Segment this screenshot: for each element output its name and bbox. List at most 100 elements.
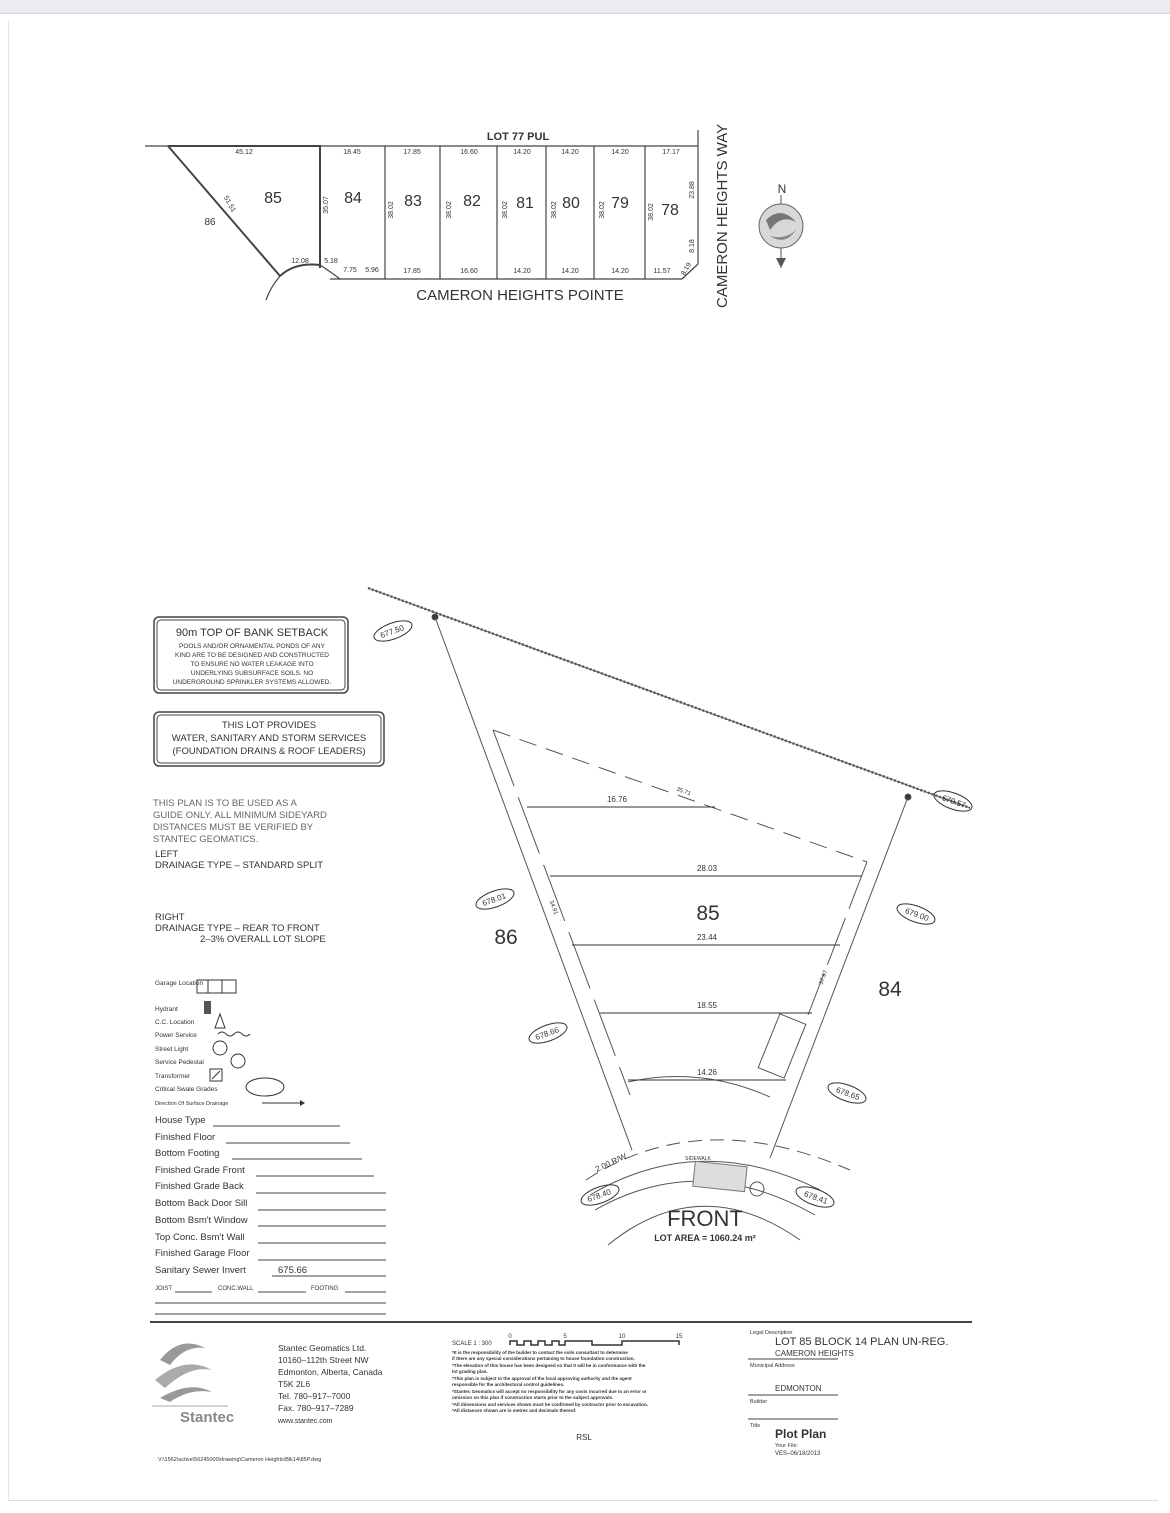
dim: 7.75 bbox=[343, 267, 357, 274]
company-line: Stantec Geomatics Ltd. bbox=[278, 1343, 366, 1353]
grade-elevation: 678.01 bbox=[481, 891, 508, 908]
dim: 8.18 bbox=[689, 239, 696, 253]
disclaimer: *All dimensions and services shown must … bbox=[452, 1402, 648, 1407]
dim: 14.20 bbox=[513, 268, 531, 275]
garage-icon bbox=[196, 979, 237, 994]
scale-tick: 0 bbox=[508, 1334, 512, 1340]
company-address: Stantec Geomatics Ltd. 10160–112th Stree… bbox=[277, 1343, 383, 1425]
field-label: Finished Floor bbox=[155, 1132, 215, 1143]
dim: 14.20 bbox=[611, 149, 629, 156]
services-line: THIS LOT PROVIDES bbox=[222, 720, 316, 731]
document-title: Plot Plan bbox=[775, 1427, 826, 1441]
grade-elevation: 678.41 bbox=[803, 1189, 830, 1206]
form-field-bsmt-wall: Top Conc. Bsm't Wall bbox=[155, 1232, 386, 1244]
field-label: Top Conc. Bsm't Wall bbox=[155, 1232, 245, 1243]
your-file-value: VES–06/18/2013 bbox=[775, 1451, 821, 1457]
footing-label: FOOTING bbox=[311, 1286, 339, 1292]
legend-cc-location: C.C. Location bbox=[155, 1019, 195, 1026]
form-field-bsmt-window: Bottom Bsm't Window bbox=[155, 1215, 386, 1227]
company-line: Tel. 780–917–7000 bbox=[278, 1391, 351, 1401]
dim: 16.60 bbox=[460, 268, 478, 275]
setback-line: UNDERLYING SUBSURFACE SOILS. NO bbox=[191, 670, 313, 677]
guide-line: GUIDE ONLY. ALL MINIMUM SIDEYARD bbox=[153, 810, 327, 821]
services-line: (FOUNDATION DRAINS & ROOF LEADERS) bbox=[172, 746, 365, 757]
legend-garage: Garage Location bbox=[155, 980, 203, 987]
lot-area: LOT AREA = 1060.24 m² bbox=[654, 1233, 756, 1243]
legal-label: Legal Description bbox=[750, 1330, 793, 1336]
scale-bar: SCALE 1 : 300 0 5 10 15 bbox=[452, 1334, 683, 1347]
guide-note: THIS PLAN IS TO BE USED AS A GUIDE ONLY.… bbox=[153, 798, 327, 945]
form-field-finished-floor: Finished Floor bbox=[155, 1132, 350, 1144]
critical-swale-icon bbox=[245, 1077, 285, 1097]
key-plan bbox=[145, 130, 699, 301]
builder-label: Builder bbox=[750, 1399, 767, 1405]
services-note-box: THIS LOT PROVIDES WATER, SANITARY AND ST… bbox=[153, 711, 385, 767]
legend-hydrant: Hydrant bbox=[155, 1006, 178, 1013]
key-lot-number: 85 bbox=[264, 190, 282, 207]
transformer-icon bbox=[209, 1068, 223, 1082]
logo-text: Stantec bbox=[180, 1409, 234, 1426]
setback-line: POOLS AND/OR ORNAMENTAL PONDS OF ANY bbox=[179, 643, 326, 650]
setback-line: UNDERGROUND SPRINKLER SYSTEMS ALLOWED. bbox=[173, 679, 332, 686]
right-drainage: DRAINAGE TYPE – REAR TO FRONT bbox=[155, 923, 320, 934]
grade-elevation: 678.66 bbox=[534, 1025, 561, 1042]
field-label: Sanitary Sewer Invert bbox=[155, 1265, 246, 1276]
your-file-label: Your File: bbox=[775, 1443, 799, 1449]
field-label: House Type bbox=[155, 1115, 206, 1126]
setback-line: TO ENSURE NO WATER LEAKAGE INTO bbox=[190, 661, 313, 668]
arrow-right-icon bbox=[262, 1100, 305, 1106]
legend-service-pedestal: Service Pedestal bbox=[155, 1059, 204, 1066]
legal-subdivision: CAMERON HEIGHTS bbox=[775, 1349, 854, 1358]
dim: 35.07 bbox=[323, 196, 330, 214]
dim: 12.08 bbox=[291, 258, 309, 265]
company-line: 10160–112th Street NW bbox=[278, 1355, 369, 1365]
key-lot-number: 83 bbox=[404, 193, 422, 210]
dim: 18.45 bbox=[343, 149, 361, 156]
form-small-fields: JOIST CONC.WALL FOOTING bbox=[155, 1286, 386, 1293]
dim-rear: 35.71 bbox=[675, 787, 692, 798]
street-name-bottom: CAMERON HEIGHTS POINTE bbox=[416, 287, 624, 304]
key-lot-number: 78 bbox=[661, 202, 679, 219]
key-lot-number: 81 bbox=[516, 195, 534, 212]
dim: 8.19 bbox=[680, 262, 693, 277]
legend-transformer: Transformer bbox=[155, 1073, 191, 1080]
lot-77-pul-label: LOT 77 PUL bbox=[487, 131, 550, 143]
house-info-form: House Type Finished Floor Bottom Footing… bbox=[155, 1115, 386, 1315]
conc-wall-label: CONC.WALL bbox=[218, 1286, 254, 1292]
dim: 5.18 bbox=[324, 258, 338, 265]
street-light-icon bbox=[212, 1040, 228, 1056]
dim: 16.60 bbox=[460, 149, 478, 156]
disclaimer: lot grading plan. bbox=[452, 1369, 488, 1374]
key-lot-number: 82 bbox=[463, 193, 481, 210]
setback-title: 90m TOP OF BANK SETBACK bbox=[176, 627, 329, 639]
joist-label: JOIST bbox=[155, 1286, 172, 1292]
lot-number: 85 bbox=[696, 902, 719, 925]
dim: 5.96 bbox=[365, 267, 379, 274]
field-label: Bottom Bsm't Window bbox=[155, 1215, 248, 1226]
left-label: LEFT bbox=[155, 849, 178, 860]
key-lot-number: 79 bbox=[611, 195, 629, 212]
form-field-bottom-footing: Bottom Footing bbox=[155, 1148, 362, 1160]
disclaimer: *The elevation of this house has been de… bbox=[452, 1363, 646, 1368]
scale-tick: 15 bbox=[676, 1334, 683, 1340]
right-slope: 2–3% OVERALL LOT SLOPE bbox=[200, 934, 326, 945]
disclaimer-notes: *It is the responsibility of the builder… bbox=[452, 1350, 648, 1413]
disclaimer: omission on this plan if construction st… bbox=[452, 1395, 613, 1400]
form-field-grade-back: Finished Grade Back bbox=[155, 1181, 386, 1194]
dim: 17.17 bbox=[662, 149, 680, 156]
dim-width: 18.55 bbox=[697, 1001, 718, 1010]
document-page bbox=[8, 20, 1163, 1500]
sewer-invert-value: 675.66 bbox=[278, 1265, 307, 1276]
legend-critical-swale: Critical Swale Grades bbox=[155, 1086, 218, 1093]
site-plan bbox=[367, 586, 973, 1246]
file-path: V:\1562\active\56245000\drawing\Cameron … bbox=[158, 1457, 321, 1463]
dim: 38.02 bbox=[388, 201, 395, 219]
disclaimer: *It is the responsibility of the builder… bbox=[452, 1350, 628, 1355]
dim: 23.88 bbox=[689, 181, 696, 199]
title-block: Legal Description LOT 85 BLOCK 14 PLAN U… bbox=[748, 1330, 948, 1457]
disclaimer: responsible for the architectural contro… bbox=[452, 1382, 564, 1387]
garage-car-icon bbox=[757, 1013, 807, 1079]
key-lot-number: 84 bbox=[344, 190, 362, 207]
hydrant-icon bbox=[204, 1001, 211, 1014]
